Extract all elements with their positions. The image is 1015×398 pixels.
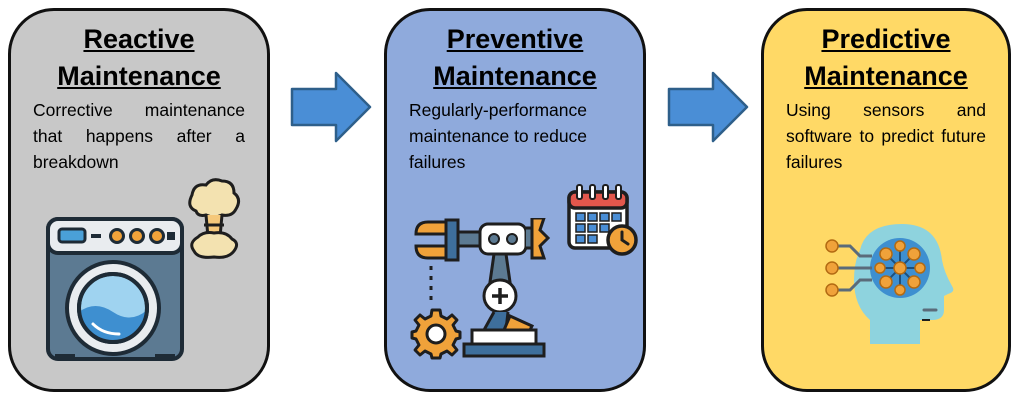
card-description: Corrective maintenance that happens afte… — [33, 100, 245, 172]
card-title: Predictive Maintenance — [786, 21, 986, 95]
explosion-icon — [188, 178, 241, 259]
gear-icon — [410, 308, 462, 360]
card-title-line2: Maintenance — [804, 61, 968, 91]
washing-machine-icon — [46, 217, 184, 361]
calendar-icon — [567, 184, 638, 256]
card-title-line2: Maintenance — [57, 61, 221, 91]
card-description: Regularly-performance maintenance to red… — [409, 100, 588, 172]
card-title-line2: Maintenance — [433, 61, 597, 91]
right-arrow-icon — [667, 71, 749, 143]
card-title-line1: Predictive — [821, 24, 951, 54]
card-title-line1: Reactive — [83, 24, 195, 54]
card-title: Preventive Maintenance — [409, 21, 621, 95]
right-arrow-icon — [290, 71, 372, 143]
card-description: Using sensors and software to predict fu… — [786, 100, 986, 172]
card-title: Reactive Maintenance — [33, 21, 245, 95]
robotic-arm-icon — [414, 218, 551, 358]
card-title-line1: Preventive — [446, 24, 584, 54]
ai-head-icon — [825, 224, 954, 344]
